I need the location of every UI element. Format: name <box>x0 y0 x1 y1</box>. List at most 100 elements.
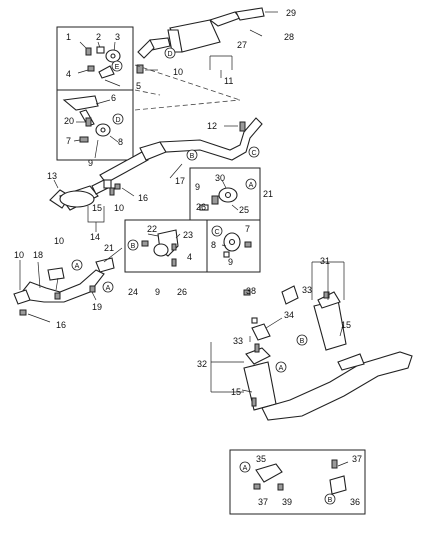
detail-box-bottom <box>229 449 366 515</box>
callout-6[interactable]: 6 <box>111 93 116 103</box>
ref-b-label: B <box>190 153 195 160</box>
muffler-hanger <box>136 64 158 74</box>
callout-1[interactable]: 1 <box>66 32 71 42</box>
callout-8[interactable]: 8 <box>118 137 123 147</box>
callout-19[interactable]: 19 <box>92 302 102 312</box>
callout-30[interactable]: 30 <box>215 173 225 183</box>
ref-a-frontpipe-1 <box>71 259 83 271</box>
callout-33[interactable]: 33 <box>302 285 312 295</box>
rear-cat-converter-left <box>243 323 277 411</box>
ref-d-muffler <box>164 47 176 59</box>
callout-8b[interactable]: 8 <box>211 240 216 250</box>
y-pipe <box>261 351 413 421</box>
callout-3[interactable]: 3 <box>115 32 120 42</box>
callout-4b[interactable]: 4 <box>187 252 192 262</box>
ref-c-label: C <box>251 150 256 157</box>
callout-17[interactable]: 17 <box>175 176 185 186</box>
ref-a-frontpipe-label-2: A <box>106 285 111 292</box>
callout-15c[interactable]: 15 <box>231 387 241 397</box>
callout-31[interactable]: 31 <box>320 256 330 266</box>
ref-c-box <box>211 225 223 237</box>
callout-9b[interactable]: 9 <box>195 182 200 192</box>
callout-7[interactable]: 7 <box>66 136 71 146</box>
callout-21b[interactable]: 21 <box>104 243 114 253</box>
upper-bolts <box>243 289 330 342</box>
callout-2[interactable]: 2 <box>96 32 101 42</box>
callout-38[interactable]: 38 <box>246 286 256 296</box>
ref-c-pipe <box>248 146 260 158</box>
callout-10d[interactable]: 10 <box>54 236 64 246</box>
callout-5[interactable]: 5 <box>136 81 141 91</box>
callout-18[interactable]: 18 <box>33 250 43 260</box>
callout-7b[interactable]: 7 <box>245 224 250 234</box>
callout-13[interactable]: 13 <box>47 171 57 181</box>
callout-39[interactable]: 39 <box>282 497 292 507</box>
callout-37b[interactable]: 37 <box>352 454 362 464</box>
hanger-clamp-parts <box>77 41 121 87</box>
callout-labels: 29 27 28 11 10 1 2 3 4 5 6 20 7 8 9 12 1… <box>14 8 362 507</box>
callout-27[interactable]: 27 <box>237 40 247 50</box>
callout-14[interactable]: 14 <box>90 232 100 242</box>
bottom-bracket-b <box>329 459 349 495</box>
front-pipe-fastener <box>103 179 135 197</box>
bottom-bracket-a <box>253 463 284 491</box>
ref-b-bottom-label: B <box>328 497 333 504</box>
ref-a-frontpipe-2 <box>102 281 114 293</box>
callout-26[interactable]: 26 <box>196 202 206 212</box>
callout-15[interactable]: 15 <box>92 203 102 213</box>
callout-11[interactable]: 11 <box>224 76 233 86</box>
hanger-bracket-parts <box>62 95 119 159</box>
ref-a-right <box>275 361 287 373</box>
callout-23[interactable]: 23 <box>183 230 193 240</box>
callout-36[interactable]: 36 <box>350 497 360 507</box>
callout-15b[interactable]: 15 <box>341 320 351 330</box>
insulator-c <box>221 232 252 258</box>
callout-28[interactable]: 28 <box>284 32 294 42</box>
callout-20[interactable]: 20 <box>64 116 74 126</box>
callout-29[interactable]: 29 <box>286 8 296 18</box>
ref-a-bottom <box>239 461 251 473</box>
callout-22[interactable]: 22 <box>147 224 157 234</box>
callout-16[interactable]: 16 <box>138 193 148 203</box>
callout-9c[interactable]: 9 <box>155 287 160 297</box>
ref-e-hanger <box>111 60 123 72</box>
callout-10c[interactable]: 10 <box>14 250 24 260</box>
pipe-bolt-12 <box>224 121 246 132</box>
rear-cat-converter-right <box>281 285 347 351</box>
callout-26b[interactable]: 26 <box>177 287 187 297</box>
ref-b-bracket-label: B <box>131 243 136 250</box>
ref-b-pipe <box>186 149 198 161</box>
callout-10[interactable]: 10 <box>173 67 183 77</box>
callout-33b[interactable]: 33 <box>233 336 243 346</box>
ref-b-bracket <box>127 239 139 251</box>
callout-25[interactable]: 25 <box>239 205 249 215</box>
ref-d-label: D <box>167 51 172 58</box>
callout-9[interactable]: 9 <box>88 158 93 168</box>
ref-a-bottom-label: A <box>243 465 248 472</box>
callout-12[interactable]: 12 <box>207 121 217 131</box>
hanger-insulator-a <box>199 179 239 211</box>
ref-d-label-2: D <box>115 117 120 124</box>
callout-16b[interactable]: 16 <box>56 320 66 330</box>
callout-10b[interactable]: 10 <box>114 203 124 213</box>
ref-a-frontpipe-label-1: A <box>75 263 80 270</box>
ref-a-box <box>245 178 257 190</box>
callout-37[interactable]: 37 <box>258 497 268 507</box>
detail-box-insulator <box>206 219 261 273</box>
ref-e-label: E <box>115 64 120 71</box>
front-exhaust-pipe <box>13 257 115 305</box>
bracket-assembly <box>141 229 181 267</box>
center-pipe-resonator <box>99 117 263 184</box>
callout-9d[interactable]: 9 <box>228 257 233 267</box>
callout-4[interactable]: 4 <box>66 69 71 79</box>
ref-b-right-label: B <box>300 338 305 345</box>
tail-pipe <box>235 7 265 21</box>
callout-24[interactable]: 24 <box>128 287 138 297</box>
callout-34[interactable]: 34 <box>284 310 294 320</box>
ref-d-hanger <box>112 113 124 125</box>
callout-35[interactable]: 35 <box>256 454 266 464</box>
ref-a-right-label: A <box>279 365 284 372</box>
callout-32[interactable]: 32 <box>197 359 207 369</box>
callout-21[interactable]: 21 <box>263 189 273 199</box>
